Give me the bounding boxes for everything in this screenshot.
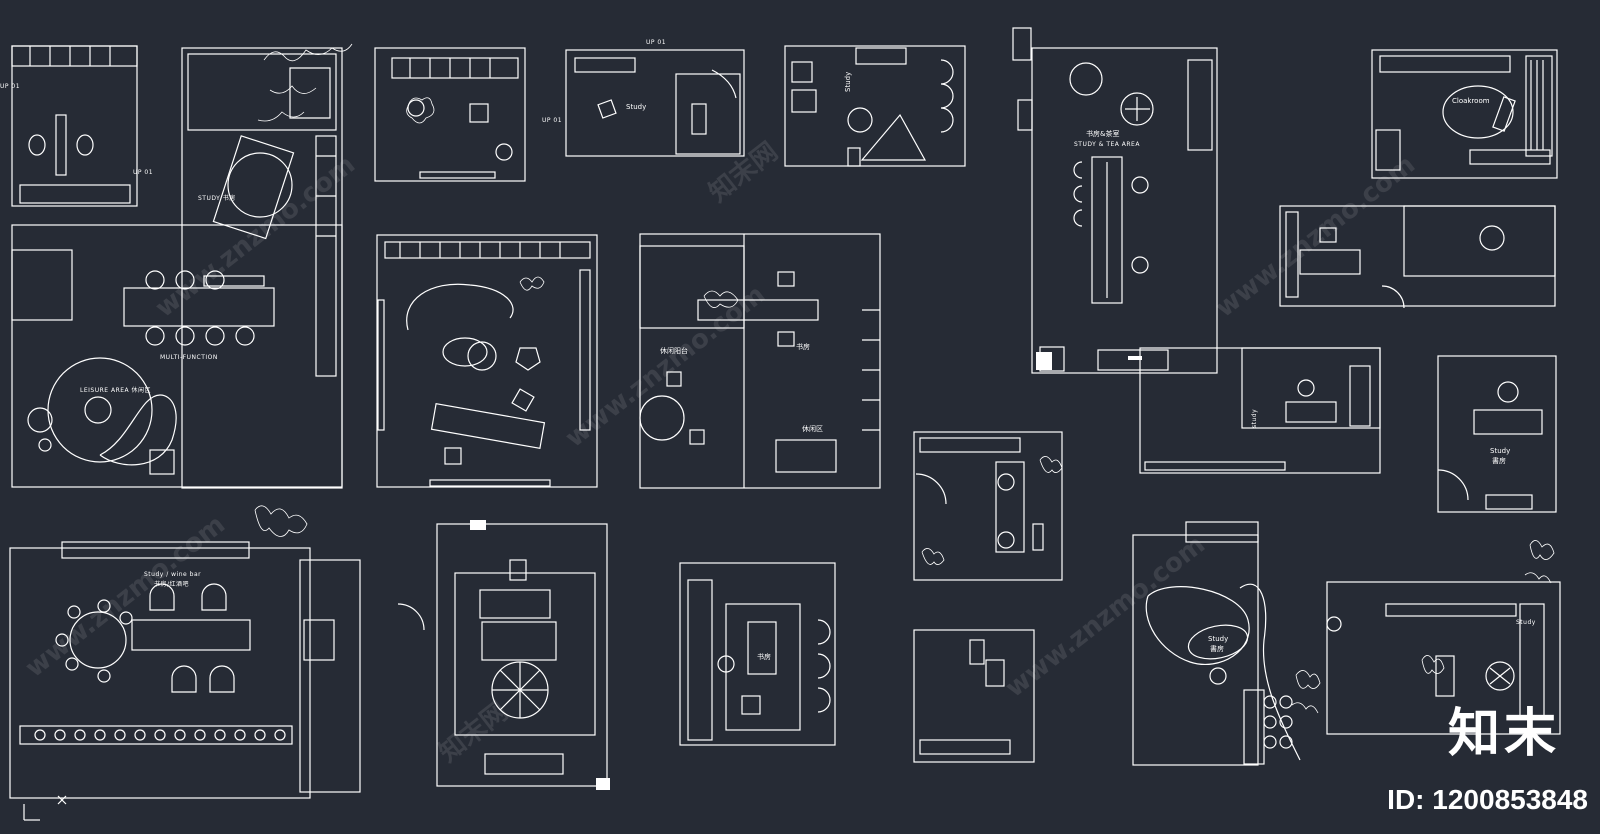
label-study-right-cn: 書房	[1492, 457, 1506, 465]
label-cloakroom: Cloakroom	[1452, 97, 1490, 105]
label-study-2: Study	[626, 103, 647, 111]
label-study-tea-cn: 书房&茶室	[1086, 130, 1120, 138]
plan-study-br	[1326, 581, 1561, 735]
brand-logo: 知末	[1447, 704, 1560, 764]
label-leisure-zone: 休闲区	[802, 425, 823, 433]
plan-study-sofa	[376, 234, 598, 488]
label-study-br: Study	[1516, 619, 1536, 626]
plan-study-curved	[1132, 521, 1301, 766]
plan-study-tea	[1012, 27, 1218, 374]
label-study-curved: Study	[1208, 635, 1229, 643]
plan-study-right-small	[1437, 355, 1557, 513]
plan-study-l-right	[1279, 205, 1556, 309]
label-up-01-c: UP 01	[542, 117, 563, 124]
label-leisure-area: LEISURE AREA 休闲区	[80, 387, 152, 394]
plan-study-rug	[397, 523, 608, 787]
plan-balcony-study	[639, 233, 881, 489]
plan-study-mid-2	[913, 629, 1035, 763]
label-study-mid: 书房	[757, 653, 771, 661]
plan-cloakroom	[1371, 49, 1558, 179]
label-study-room-cn: 书房	[796, 343, 810, 351]
label-study-winebar-en: Study / wine bar	[144, 571, 202, 578]
plan-study-top-1	[374, 47, 526, 182]
image-id: ID: 1200853848	[1387, 784, 1588, 815]
plan-study-slanted	[1139, 347, 1381, 474]
plan-study-mid-lower	[679, 562, 836, 746]
label-study-3: Study	[844, 71, 852, 92]
plan-study-winebar	[9, 541, 361, 821]
label-up-01-b: UP 01	[646, 39, 667, 46]
label-study-curved-cn: 書房	[1210, 645, 1224, 653]
label-study-rotated: study	[1251, 408, 1258, 428]
label-multi-function: MULTI-FUNCTION	[160, 354, 218, 361]
label-study-tea-en: STUDY & TEA AREA	[1074, 141, 1140, 148]
label-study-winebar-cn: 书房/红酒吧	[154, 581, 190, 588]
label-study-1: STUDY 书房	[198, 195, 236, 202]
label-leisure-balcony: 休闲阳台	[660, 347, 688, 355]
plan-study-top-3	[784, 45, 966, 167]
label-study-right: Study	[1490, 447, 1511, 455]
plan-study-mid-1	[913, 431, 1063, 581]
label-up-01-a: UP 01	[133, 169, 154, 176]
label-up-01-d: UP 01	[0, 83, 21, 90]
plan-study-multifunction	[11, 45, 343, 489]
plan-study-top-2	[565, 49, 745, 157]
